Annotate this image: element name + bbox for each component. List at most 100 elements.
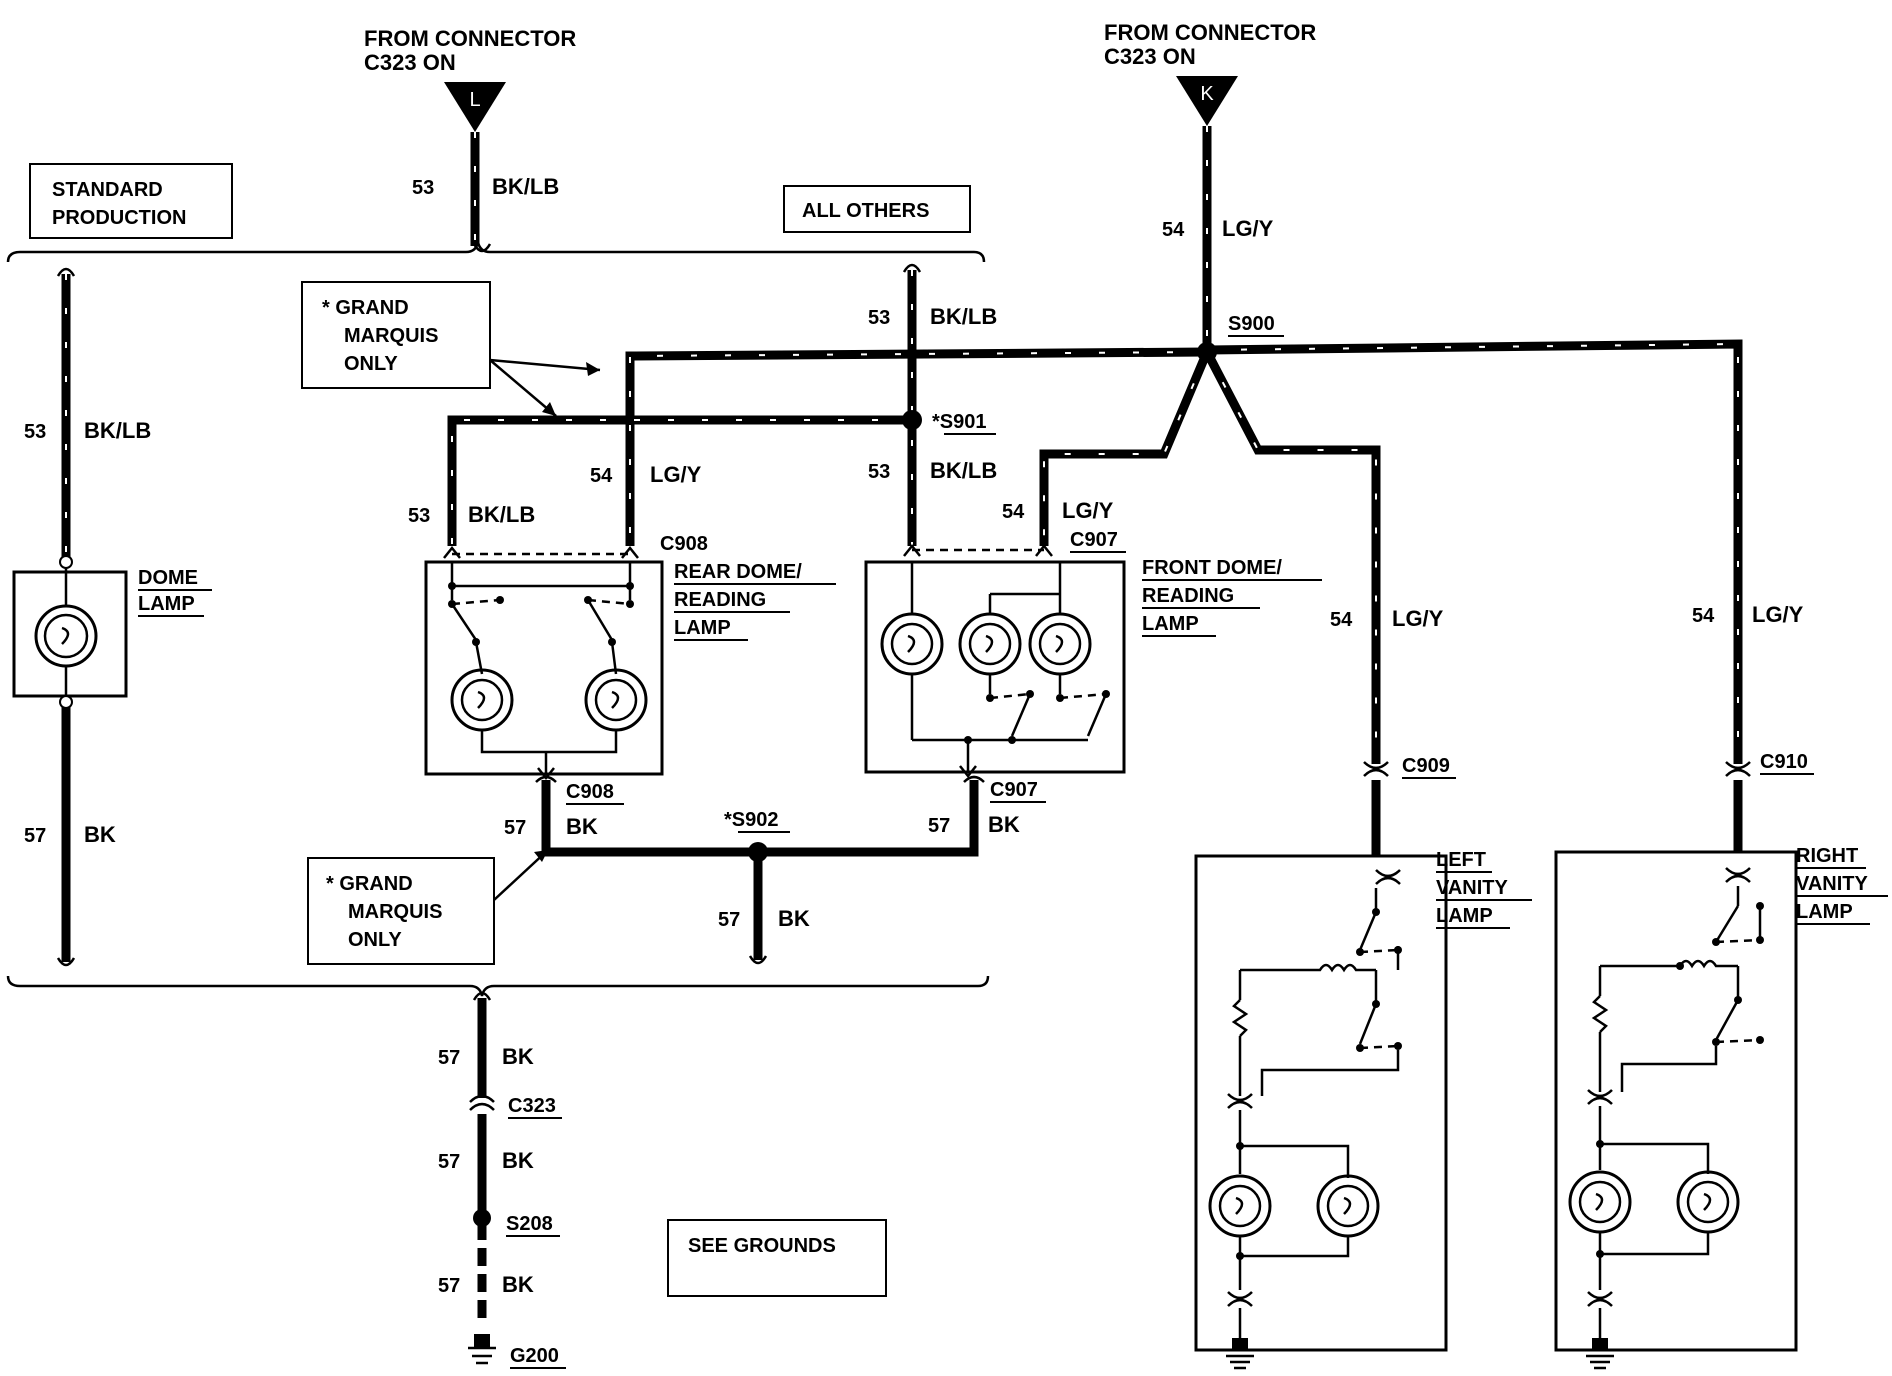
bottom-option-bracket: [6, 975, 990, 997]
lbl-54-a: 54: [590, 465, 613, 487]
front-label-2: READING: [1142, 585, 1234, 607]
lbl-53-d: 53: [868, 461, 890, 483]
left-vanity-label-1: LEFT: [1436, 849, 1486, 871]
lbl-bk-g: BK: [502, 1272, 534, 1297]
lbl-53-e: 53: [408, 505, 430, 527]
lbl-bk-e: BK: [502, 1044, 534, 1069]
gm2-line1: * GRAND: [326, 873, 413, 895]
lbl-s902: *S902: [724, 809, 779, 831]
rear-label-1: REAR DOME/: [674, 561, 802, 583]
lbl-57-e: 57: [438, 1047, 460, 1069]
connector-l-label-line2: C323 ON: [364, 50, 456, 75]
all-others-label: ALL OTHERS: [802, 200, 929, 222]
gm1-line2: MARQUIS: [344, 325, 438, 347]
lbl-bk-d: BK: [778, 906, 810, 931]
splices: [473, 342, 1217, 1227]
connector-k-label-line2: C323 ON: [1104, 44, 1196, 69]
gm1-arrow-a-head: [586, 362, 600, 376]
lbl-53-b: 53: [24, 421, 46, 443]
connector-c910-mark: [1725, 761, 1751, 777]
lbl-54-e: 54: [1692, 605, 1715, 627]
front-label-3: LAMP: [1142, 613, 1199, 635]
standard-label-line1: STANDARD: [52, 179, 163, 201]
grand-marquis-box-top: * GRAND MARQUIS ONLY: [301, 281, 491, 389]
wire-end-caps: [56, 243, 922, 1001]
lbl-bk-f: BK: [502, 1148, 534, 1173]
c908-c907-pin-marks: [443, 543, 1053, 783]
dome-lamp-label: DOME LAMP: [138, 567, 212, 617]
lbl-lgy-d: LG/Y: [1392, 606, 1444, 631]
standard-production-box: STANDARD PRODUCTION: [29, 163, 233, 239]
connector-k-from-c323: FROM CONNECTOR C323 ON K: [1104, 20, 1316, 126]
lbl-57-g: 57: [438, 1275, 460, 1297]
dome-lamp: [12, 555, 128, 709]
lbl-c908-top: C908: [660, 533, 708, 555]
wires: [61, 126, 1743, 1318]
gm2-line2: MARQUIS: [348, 901, 442, 923]
lbl-c323: C323: [508, 1095, 556, 1117]
dome-bulb-icon: [34, 604, 98, 668]
grand-marquis-box-bottom: * GRAND MARQUIS ONLY: [307, 857, 495, 965]
lbl-s901: *S901: [932, 411, 987, 433]
splice-s902: [748, 842, 768, 862]
lbl-c910: C910: [1760, 751, 1808, 773]
lbl-lgy-e: LG/Y: [1752, 602, 1804, 627]
lbl-54-b: 54: [1002, 501, 1025, 523]
lbl-53-a: 53: [412, 177, 434, 199]
connector-l-pin: L: [469, 89, 480, 111]
splice-s900: [1197, 342, 1217, 362]
lbl-lgy-b: LG/Y: [1062, 498, 1114, 523]
lbl-57-f: 57: [438, 1151, 460, 1173]
lbl-54-c: 54: [1162, 219, 1185, 241]
standard-label-line2: PRODUCTION: [52, 207, 186, 229]
gm1-arrow-b: [489, 359, 557, 417]
lbl-53-c: 53: [868, 307, 890, 329]
front-dome-label: FRONT DOME/ READING LAMP: [1142, 557, 1322, 637]
lbl-lgy-a: LG/Y: [650, 462, 702, 487]
lbl-c909: C909: [1402, 755, 1450, 777]
connector-l-label-line1: FROM CONNECTOR: [364, 26, 576, 51]
dome-label-1: DOME: [138, 567, 198, 589]
splice-s901: [902, 410, 922, 430]
lbl-s208: S208: [506, 1213, 553, 1235]
lbl-s900: S900: [1228, 313, 1275, 335]
splice-connector-labels: S900 *S901 *S902 S208 G200 C908 C907 C90…: [506, 313, 1814, 1369]
left-vanity-lamp: [1194, 854, 1448, 1370]
lbl-c908-bot: C908: [566, 781, 614, 803]
wire-54-rear: [625, 347, 1208, 546]
connector-l-triangle: [444, 82, 506, 132]
lbl-bklb-b: BK/LB: [84, 418, 151, 443]
wire-54-right-vanity: [1206, 339, 1743, 764]
see-grounds-box: SEE GROUNDS: [667, 1219, 887, 1297]
gm2-arrow: [493, 849, 549, 901]
front-label-1: FRONT DOME/: [1142, 557, 1282, 579]
lbl-lgy-c: LG/Y: [1222, 216, 1274, 241]
left-vanity-label-3: LAMP: [1436, 905, 1493, 927]
top-option-bracket: [6, 241, 986, 263]
right-vanity-label-2: VANITY: [1796, 873, 1869, 895]
rear-label-2: READING: [674, 589, 766, 611]
gm1-arrow-b-head: [542, 402, 556, 416]
rear-label-3: LAMP: [674, 617, 731, 639]
right-vanity-lamp: [1554, 850, 1798, 1370]
lbl-bklb-a: BK/LB: [492, 174, 559, 199]
lbl-57-d: 57: [718, 909, 740, 931]
connector-k-pin: K: [1200, 83, 1214, 105]
gm2-line3: ONLY: [348, 929, 402, 951]
dome-label-2: LAMP: [138, 593, 195, 615]
front-dome-reading-lamp: [864, 548, 1126, 774]
gm1-line1: * GRAND: [322, 297, 409, 319]
left-vanity-label-2: VANITY: [1436, 877, 1509, 899]
ground-g200: [468, 1334, 496, 1365]
connector-c323-mark: [469, 1094, 495, 1111]
lbl-bklb-d: BK/LB: [930, 458, 997, 483]
connector-k-label-line1: FROM CONNECTOR: [1104, 20, 1316, 45]
right-vanity-label-1: RIGHT: [1796, 845, 1858, 867]
gm1-line3: ONLY: [344, 353, 398, 375]
see-grounds-label: SEE GROUNDS: [688, 1235, 836, 1257]
all-others-box: ALL OTHERS: [783, 185, 971, 233]
lbl-57-c: 57: [928, 815, 950, 837]
lbl-g200: G200: [510, 1345, 559, 1367]
connector-c909-mark: [1363, 761, 1389, 777]
lbl-57-a: 57: [24, 825, 46, 847]
